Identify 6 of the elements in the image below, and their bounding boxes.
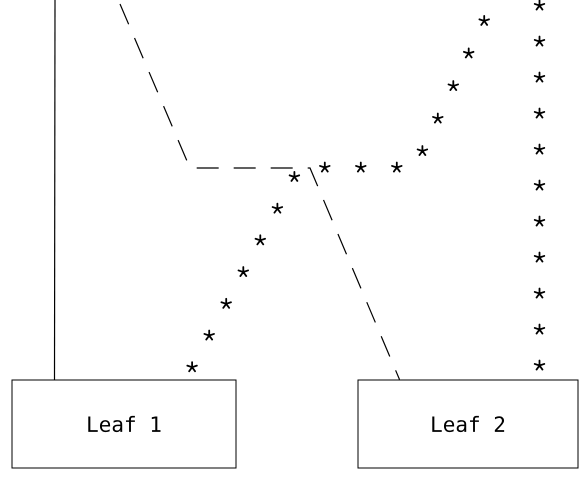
line xyxy=(54,0,56,380)
dashed-line xyxy=(119,4,400,380)
leaf-box: Leaf 2 xyxy=(358,380,578,468)
star-line xyxy=(186,15,490,372)
star-line xyxy=(534,0,546,370)
leaf-box: Leaf 1 xyxy=(12,380,236,468)
